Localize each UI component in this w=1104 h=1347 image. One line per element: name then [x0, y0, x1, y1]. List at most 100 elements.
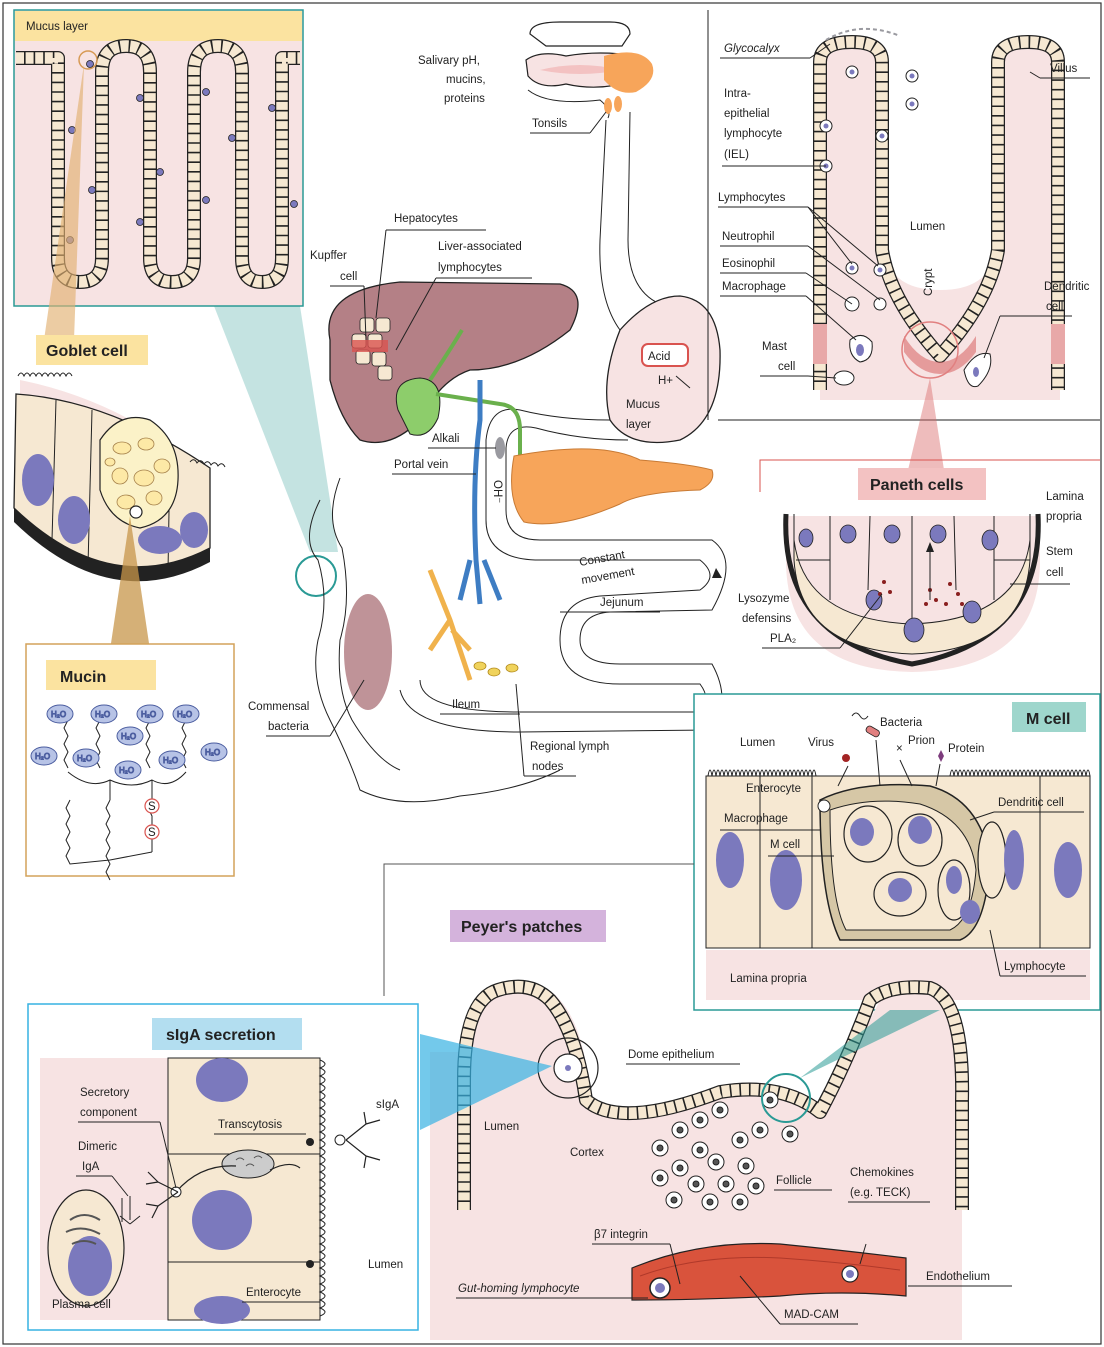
- svg-text:Bacteria: Bacteria: [880, 717, 923, 729]
- svg-text:PLA₂: PLA₂: [770, 633, 796, 645]
- follicle-nucleus: [677, 1127, 683, 1133]
- svg-text:Constant: Constant: [578, 549, 626, 569]
- svg-text:Prion: Prion: [908, 735, 935, 747]
- svg-text:movement: movement: [580, 566, 636, 587]
- svg-text:Stem: Stem: [1046, 546, 1073, 558]
- svg-text:Lamina propria: Lamina propria: [730, 973, 807, 985]
- svg-text:sIgA: sIgA: [376, 1099, 399, 1111]
- svg-text:OH⁻: OH⁻: [491, 480, 503, 503]
- svg-text:Mucus: Mucus: [626, 399, 660, 411]
- follicle-nucleus: [723, 1181, 729, 1187]
- svg-text:Cortex: Cortex: [570, 1147, 604, 1159]
- svg-text:H₂O: H₂O: [141, 710, 156, 719]
- svg-text:cell: cell: [778, 361, 795, 373]
- h2o-molecule: H₂O: [91, 705, 117, 723]
- svg-text:mucins,: mucins,: [446, 74, 486, 86]
- svg-text:Eosinophil: Eosinophil: [722, 258, 775, 270]
- mucus-layer-label: Mucus layer: [26, 21, 88, 33]
- svg-text:sIgA secretion: sIgA secretion: [166, 1027, 276, 1044]
- follicle-nucleus: [693, 1181, 699, 1187]
- h2o-molecule: H₂O: [117, 727, 143, 745]
- svg-text:Hepatocytes: Hepatocytes: [394, 213, 458, 225]
- svg-text:Liver-associated: Liver-associated: [438, 241, 522, 253]
- follicle-nucleus: [671, 1197, 677, 1203]
- svg-text:Glycocalyx: Glycocalyx: [724, 43, 781, 55]
- h2o-molecule: H₂O: [201, 743, 227, 761]
- svg-text:H₂O: H₂O: [177, 710, 192, 719]
- svg-text:S: S: [148, 827, 156, 839]
- svg-text:Alkali: Alkali: [432, 433, 459, 445]
- svg-text:Goblet cell: Goblet cell: [46, 343, 128, 360]
- svg-text:layer: layer: [626, 419, 651, 431]
- svg-text:Lymphocyte: Lymphocyte: [1004, 961, 1066, 973]
- goblet-cell-title: Goblet cell: [36, 335, 148, 365]
- svg-text:epithelial: epithelial: [724, 108, 769, 120]
- svg-text:Neutrophil: Neutrophil: [722, 231, 774, 243]
- svg-text:H₂O: H₂O: [51, 710, 66, 719]
- svg-text:H₂O: H₂O: [119, 766, 134, 775]
- follicle-nucleus: [737, 1137, 743, 1143]
- svg-text:Lymphocytes: Lymphocytes: [718, 192, 786, 204]
- svg-text:M cell: M cell: [770, 839, 800, 851]
- svg-text:Virus: Virus: [808, 737, 834, 749]
- follicle-nucleus: [697, 1117, 703, 1123]
- svg-text:Macrophage: Macrophage: [722, 281, 786, 293]
- follicle-nucleus: [657, 1145, 663, 1151]
- svg-text:Regional lymph: Regional lymph: [530, 741, 609, 753]
- svg-text:Chemokines: Chemokines: [850, 1167, 914, 1179]
- svg-text:Commensal: Commensal: [248, 701, 309, 713]
- svg-text:Lamina: Lamina: [1046, 491, 1084, 503]
- svg-text:cell: cell: [1046, 567, 1063, 579]
- svg-text:Endothelium: Endothelium: [926, 1271, 990, 1283]
- svg-text:Protein: Protein: [948, 743, 984, 755]
- svg-text:propria: propria: [1046, 511, 1082, 523]
- svg-text:bacteria: bacteria: [268, 721, 310, 733]
- svg-text:nodes: nodes: [532, 761, 564, 773]
- goblet-cell-illustration: [14, 373, 225, 581]
- svg-text:(e.g. TECK): (e.g. TECK): [850, 1187, 911, 1199]
- svg-text:Dendritic cell: Dendritic cell: [998, 797, 1064, 809]
- h2o-molecule: H₂O: [159, 751, 185, 769]
- svg-text:Acid: Acid: [648, 351, 670, 363]
- digestive-tract: [309, 22, 726, 802]
- svg-text:Kupffer: Kupffer: [310, 250, 347, 262]
- svg-text:H₂O: H₂O: [35, 752, 50, 761]
- follicle-nucleus: [717, 1107, 723, 1113]
- svg-text:H₂O: H₂O: [77, 754, 92, 763]
- svg-text:defensins: defensins: [742, 613, 791, 625]
- svg-text:Tonsils: Tonsils: [532, 118, 567, 130]
- follicle-nucleus: [677, 1165, 683, 1171]
- svg-text:Lumen: Lumen: [740, 737, 775, 749]
- svg-text:Mast: Mast: [762, 341, 788, 353]
- svg-text:Follicle: Follicle: [776, 1175, 812, 1187]
- svg-text:Lumen: Lumen: [368, 1259, 403, 1271]
- follicle-nucleus: [767, 1097, 773, 1103]
- zoom-circle-mucus: [296, 556, 336, 596]
- svg-text:Transcytosis: Transcytosis: [218, 1119, 282, 1131]
- follicle-nucleus: [713, 1159, 719, 1165]
- svg-text:S: S: [148, 801, 156, 813]
- svg-text:Mucin: Mucin: [60, 669, 106, 686]
- svg-text:Peyer's patches: Peyer's patches: [461, 919, 582, 936]
- svg-text:Salivary pH,: Salivary pH,: [418, 55, 480, 67]
- svg-text:M cell: M cell: [1026, 711, 1070, 728]
- h2o-molecule: H₂O: [115, 761, 141, 779]
- h2o-molecule: H₂O: [47, 705, 73, 723]
- follicle-nucleus: [787, 1131, 793, 1137]
- svg-text:Paneth cells: Paneth cells: [870, 477, 963, 494]
- svg-text:cell: cell: [340, 271, 357, 283]
- svg-text:H+: H+: [658, 375, 673, 387]
- svg-text:Crypt: Crypt: [923, 268, 935, 296]
- svg-text:component: component: [80, 1107, 138, 1119]
- svg-text:H₂O: H₂O: [163, 756, 178, 765]
- svg-text:β7 integrin: β7 integrin: [594, 1229, 648, 1241]
- svg-text:Secretory: Secretory: [80, 1087, 129, 1099]
- svg-text:Macrophage: Macrophage: [724, 813, 788, 825]
- svg-text:Lumen: Lumen: [910, 221, 945, 233]
- follicle-nucleus: [737, 1199, 743, 1205]
- svg-text:Dendritic: Dendritic: [1044, 281, 1090, 293]
- follicle-nucleus: [697, 1147, 703, 1153]
